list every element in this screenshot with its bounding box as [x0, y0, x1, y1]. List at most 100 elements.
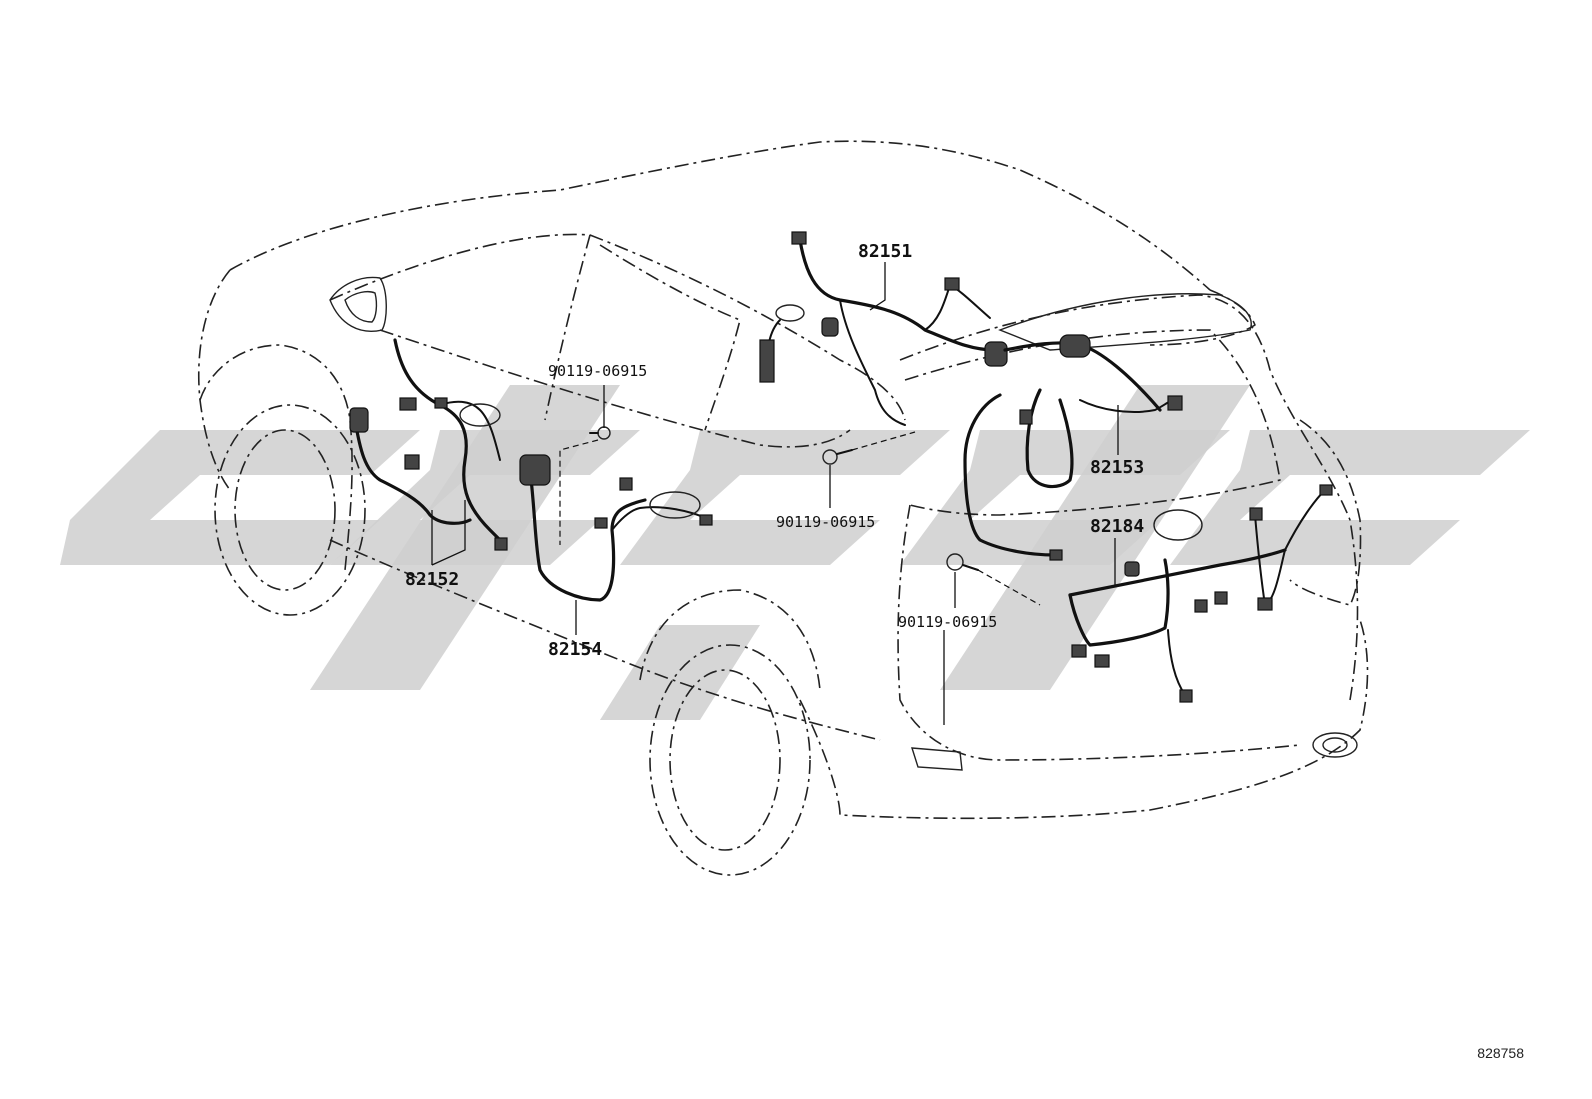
right-rear-fender: [639, 589, 821, 691]
vehicle-outline: [197, 140, 1369, 876]
harness-82184-connector-6: [1257, 597, 1273, 611]
harness-82184-main: [1068, 548, 1287, 597]
leaders: [431, 262, 1119, 725]
bolt-center-shank: [836, 449, 853, 455]
leader-82152-b: [431, 500, 466, 566]
harness-82152-main: [393, 338, 507, 547]
harness-82184-connector-8: [1214, 591, 1228, 605]
harness-82154-branch: [611, 506, 711, 531]
harness-82154-connector-3: [594, 517, 608, 529]
harness-82154-connector-2: [619, 477, 633, 491]
callout-82184: 82184: [1090, 516, 1144, 537]
harness-82151-connector-4: [759, 339, 775, 383]
left-window-top: [329, 233, 906, 421]
left-wheel-inner: [234, 429, 336, 591]
harness-82151-connector-3: [821, 317, 839, 337]
harness-82153: [963, 334, 1183, 561]
bolt-right-head: [946, 553, 964, 571]
b-pillar: [544, 234, 591, 421]
spoiler: [998, 293, 1252, 351]
roof-line: [229, 140, 1211, 291]
bolt-right-shank: [962, 564, 979, 571]
harness-82184-left: [1068, 558, 1170, 647]
mirror-inner: [344, 291, 378, 323]
lower-rear: [799, 619, 1369, 820]
bolt-center-head: [822, 449, 838, 465]
harness-82151: [759, 231, 1008, 426]
harness-82151-connector-1: [791, 231, 807, 245]
harness-82154-main: [528, 468, 647, 602]
rocker-panel: [329, 539, 881, 741]
harness-82152-connector-2: [349, 407, 369, 433]
roof-rear-edge: [1149, 289, 1256, 346]
harness-82184-connector-7: [1194, 599, 1208, 613]
harness-82151-grommet: [775, 304, 805, 322]
harness-82152-connector-1: [399, 397, 417, 411]
watermark-shape-7: [1170, 430, 1530, 565]
harness-82153-connector-4: [1049, 549, 1063, 561]
tail-lamp-right: [1289, 419, 1362, 606]
harness-82184-connector-2: [1094, 654, 1110, 668]
bolt-right-dash: [977, 569, 1041, 606]
c-pillar: [599, 244, 741, 431]
harness-82153-drop: [963, 393, 1057, 557]
left-rear-fender: [199, 344, 353, 571]
harness-82184: [1068, 484, 1333, 703]
callout-82151: 82151: [858, 241, 912, 262]
rear-reflector: [911, 747, 963, 771]
rear-hatch: [899, 294, 1359, 701]
watermark-shape-6: [940, 385, 1250, 690]
harness-82151-branch-2: [839, 299, 906, 426]
harness-82151-main: [798, 238, 997, 352]
harness-82154-connector-1: [519, 454, 551, 486]
callout-bolt-center: 90119-06915: [776, 513, 875, 531]
left-wheel: [214, 404, 366, 616]
harness-82152-sub: [439, 400, 501, 461]
harness-82184-connector-9: [1124, 561, 1140, 577]
callout-82154: 82154: [548, 639, 602, 660]
right-wheel-inner: [669, 669, 781, 851]
harness-82151-connector-2: [944, 277, 960, 291]
bolt-left-dash-1: [559, 439, 599, 545]
harness-82152: [349, 338, 508, 551]
harness-82151-connector-5: [984, 341, 1008, 367]
bolt-center: [822, 431, 916, 465]
callout-82152: 82152: [405, 569, 459, 590]
harness-82184-connector-3: [1179, 689, 1193, 703]
harness-82154: [519, 454, 713, 602]
harness-82184-right: [1254, 489, 1326, 607]
harness-82154-grommet: [649, 491, 701, 519]
callout-bolt-left: 90119-06915: [548, 362, 647, 380]
belt-line: [379, 329, 851, 448]
side-mirror: [329, 276, 387, 332]
right-wheel: [649, 644, 811, 876]
watermark-shape-8: [600, 625, 760, 720]
exhaust-inner: [1322, 737, 1348, 753]
harness-82184-down: [1167, 629, 1186, 696]
harness-82153-connector-1: [1059, 334, 1091, 358]
bolt-center-dash: [851, 431, 916, 451]
harness-82184-connector-5: [1319, 484, 1333, 496]
bolt-right: [946, 553, 1041, 606]
harness-82152-grommet: [459, 403, 501, 427]
harness-82152-connector-3: [404, 454, 420, 470]
callout-bolt-right: 90119-06915: [898, 613, 997, 631]
callout-82153: 82153: [1090, 457, 1144, 478]
diagram-id: 828758: [1477, 1045, 1524, 1061]
watermark-shape-4: [620, 430, 950, 565]
harness-82184-connector-1: [1071, 644, 1087, 658]
rear-emblem: [1153, 509, 1203, 541]
harness-82153-connector-2: [1167, 395, 1183, 411]
watermark-shape-1: [60, 430, 420, 565]
exhaust-tip: [1312, 732, 1358, 758]
harness-82152-connector-5: [434, 397, 448, 409]
harness-82153-connector-3: [1019, 409, 1033, 425]
harness-82152-branch: [353, 418, 472, 525]
watermark: [60, 385, 1530, 720]
harness-82184-connector-4: [1249, 507, 1263, 521]
harness-82152-connector-4: [494, 537, 508, 551]
harness-82151-branch-1: [924, 283, 991, 331]
leader-82151: [869, 262, 886, 311]
